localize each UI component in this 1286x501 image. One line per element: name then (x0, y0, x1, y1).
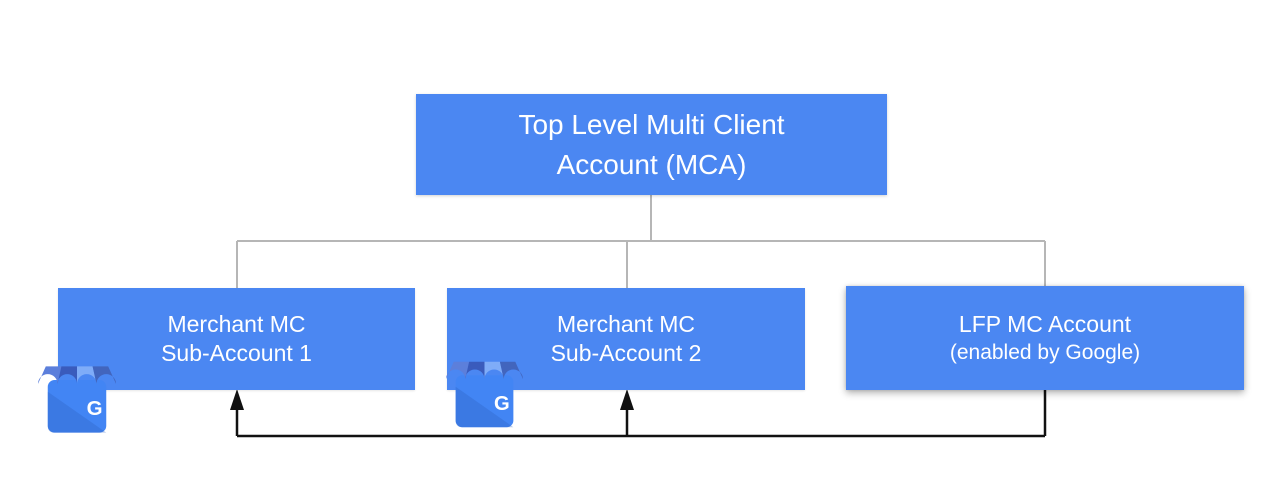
node-label-line: Account (MCA) (556, 148, 747, 180)
feed-flow-line (235, 390, 1047, 438)
node-label-line: Merchant MC (167, 311, 306, 337)
google-g-letter: G (494, 393, 510, 415)
node-lfp-mc-account: LFP MC Account (enabled by Google) (846, 286, 1244, 390)
node-label-line: Sub-Account 1 (161, 340, 312, 366)
node-merchant-sub-account-2: Merchant MC Sub-Account 2 (447, 288, 805, 390)
arrowhead-into-sub-account-1 (230, 389, 244, 410)
node-label-line: LFP MC Account (958, 311, 1132, 337)
node-label-line: Merchant MC (556, 311, 696, 337)
google-g-letter: G (87, 397, 103, 420)
tree-connector-lines (236, 195, 1046, 288)
google-business-icon: G (446, 361, 523, 428)
node-label-line: Top Level Multi Client (518, 108, 785, 140)
google-business-icon: G (38, 366, 116, 433)
arrowhead-into-sub-account-2 (620, 389, 634, 410)
node-merchant-sub-account-1: Merchant MC Sub-Account 1 (58, 288, 415, 390)
node-label-line: Sub-Account 2 (550, 340, 702, 366)
node-top-level-mca: Top Level Multi Client Account (MCA) (416, 94, 887, 195)
node-label-line: (enabled by Google) (949, 341, 1141, 364)
